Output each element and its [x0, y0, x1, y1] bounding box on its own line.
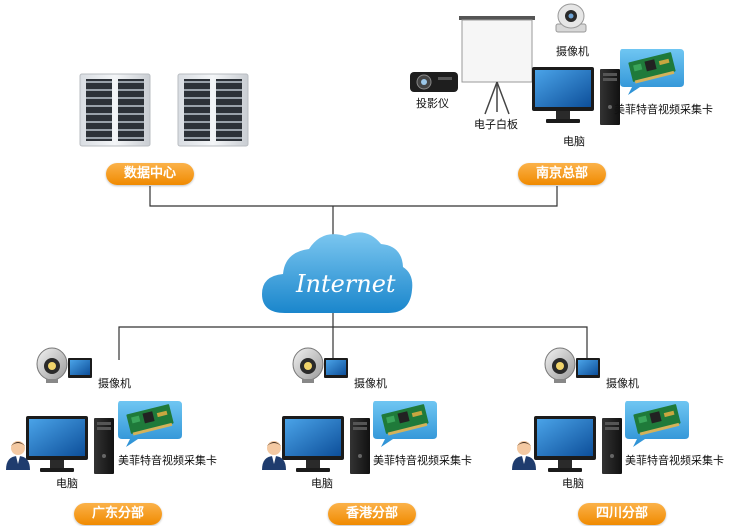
projector-icon [410, 72, 458, 92]
datacenter-label: 数据中心 [106, 163, 194, 185]
hongkong-computer-label: 电脑 [311, 477, 333, 490]
bottom-bus-line [118, 326, 588, 360]
hongkong-capture-card-icon [373, 401, 437, 447]
guangdong-computer-label: 电脑 [56, 477, 78, 490]
hq-camera-label: 摄像机 [556, 45, 589, 58]
whiteboard-icon [459, 16, 535, 115]
connection-lines [118, 186, 588, 360]
top-bus-line [149, 186, 558, 207]
sichuan-capture-card-label: 美菲特音视频采集卡 [625, 454, 724, 467]
hq-label: 南京总部 [518, 163, 606, 185]
sichuan-person-icon [512, 441, 536, 470]
guangdong-capture-card-icon [118, 401, 182, 447]
sichuan-camera-icon [544, 347, 601, 384]
guangdong-camera-label: 摄像机 [98, 377, 131, 390]
hongkong-camera-icon [292, 347, 349, 384]
internet-label: Internet [296, 270, 396, 298]
hq-computer-label: 电脑 [563, 135, 585, 148]
hq-capture-card-label: 美菲特音视频采集卡 [614, 103, 713, 116]
sichuan-camera-label: 摄像机 [606, 377, 639, 390]
sichuan-computer-label: 电脑 [562, 477, 584, 490]
hq-capture-card-icon [620, 49, 684, 95]
hongkong-branch-label: 香港分部 [328, 503, 416, 525]
sichuan-branch-label: 四川分部 [578, 503, 666, 525]
sichuan-computer-icon [534, 416, 622, 474]
hq-whiteboard-label: 电子白板 [474, 118, 518, 131]
ptz-camera-icon [555, 3, 587, 33]
internet-cloud-icon [262, 232, 413, 313]
guangdong-camera-icon [36, 347, 93, 384]
guangdong-branch-label: 广东分部 [74, 503, 162, 525]
guangdong-capture-card-label: 美菲特音视频采集卡 [118, 454, 217, 467]
hongkong-computer-icon [282, 416, 370, 474]
hongkong-capture-card-label: 美菲特音视频采集卡 [373, 454, 472, 467]
server-rack-icon [79, 73, 151, 147]
sichuan-capture-card-icon [625, 401, 689, 447]
guangdong-computer-icon [26, 416, 114, 474]
hq-projector-label: 投影仪 [416, 97, 449, 110]
hq-computer-icon [532, 67, 620, 125]
hongkong-camera-label: 摄像机 [354, 377, 387, 390]
server-rack-icon [177, 73, 249, 147]
datacenter-servers [79, 73, 249, 147]
